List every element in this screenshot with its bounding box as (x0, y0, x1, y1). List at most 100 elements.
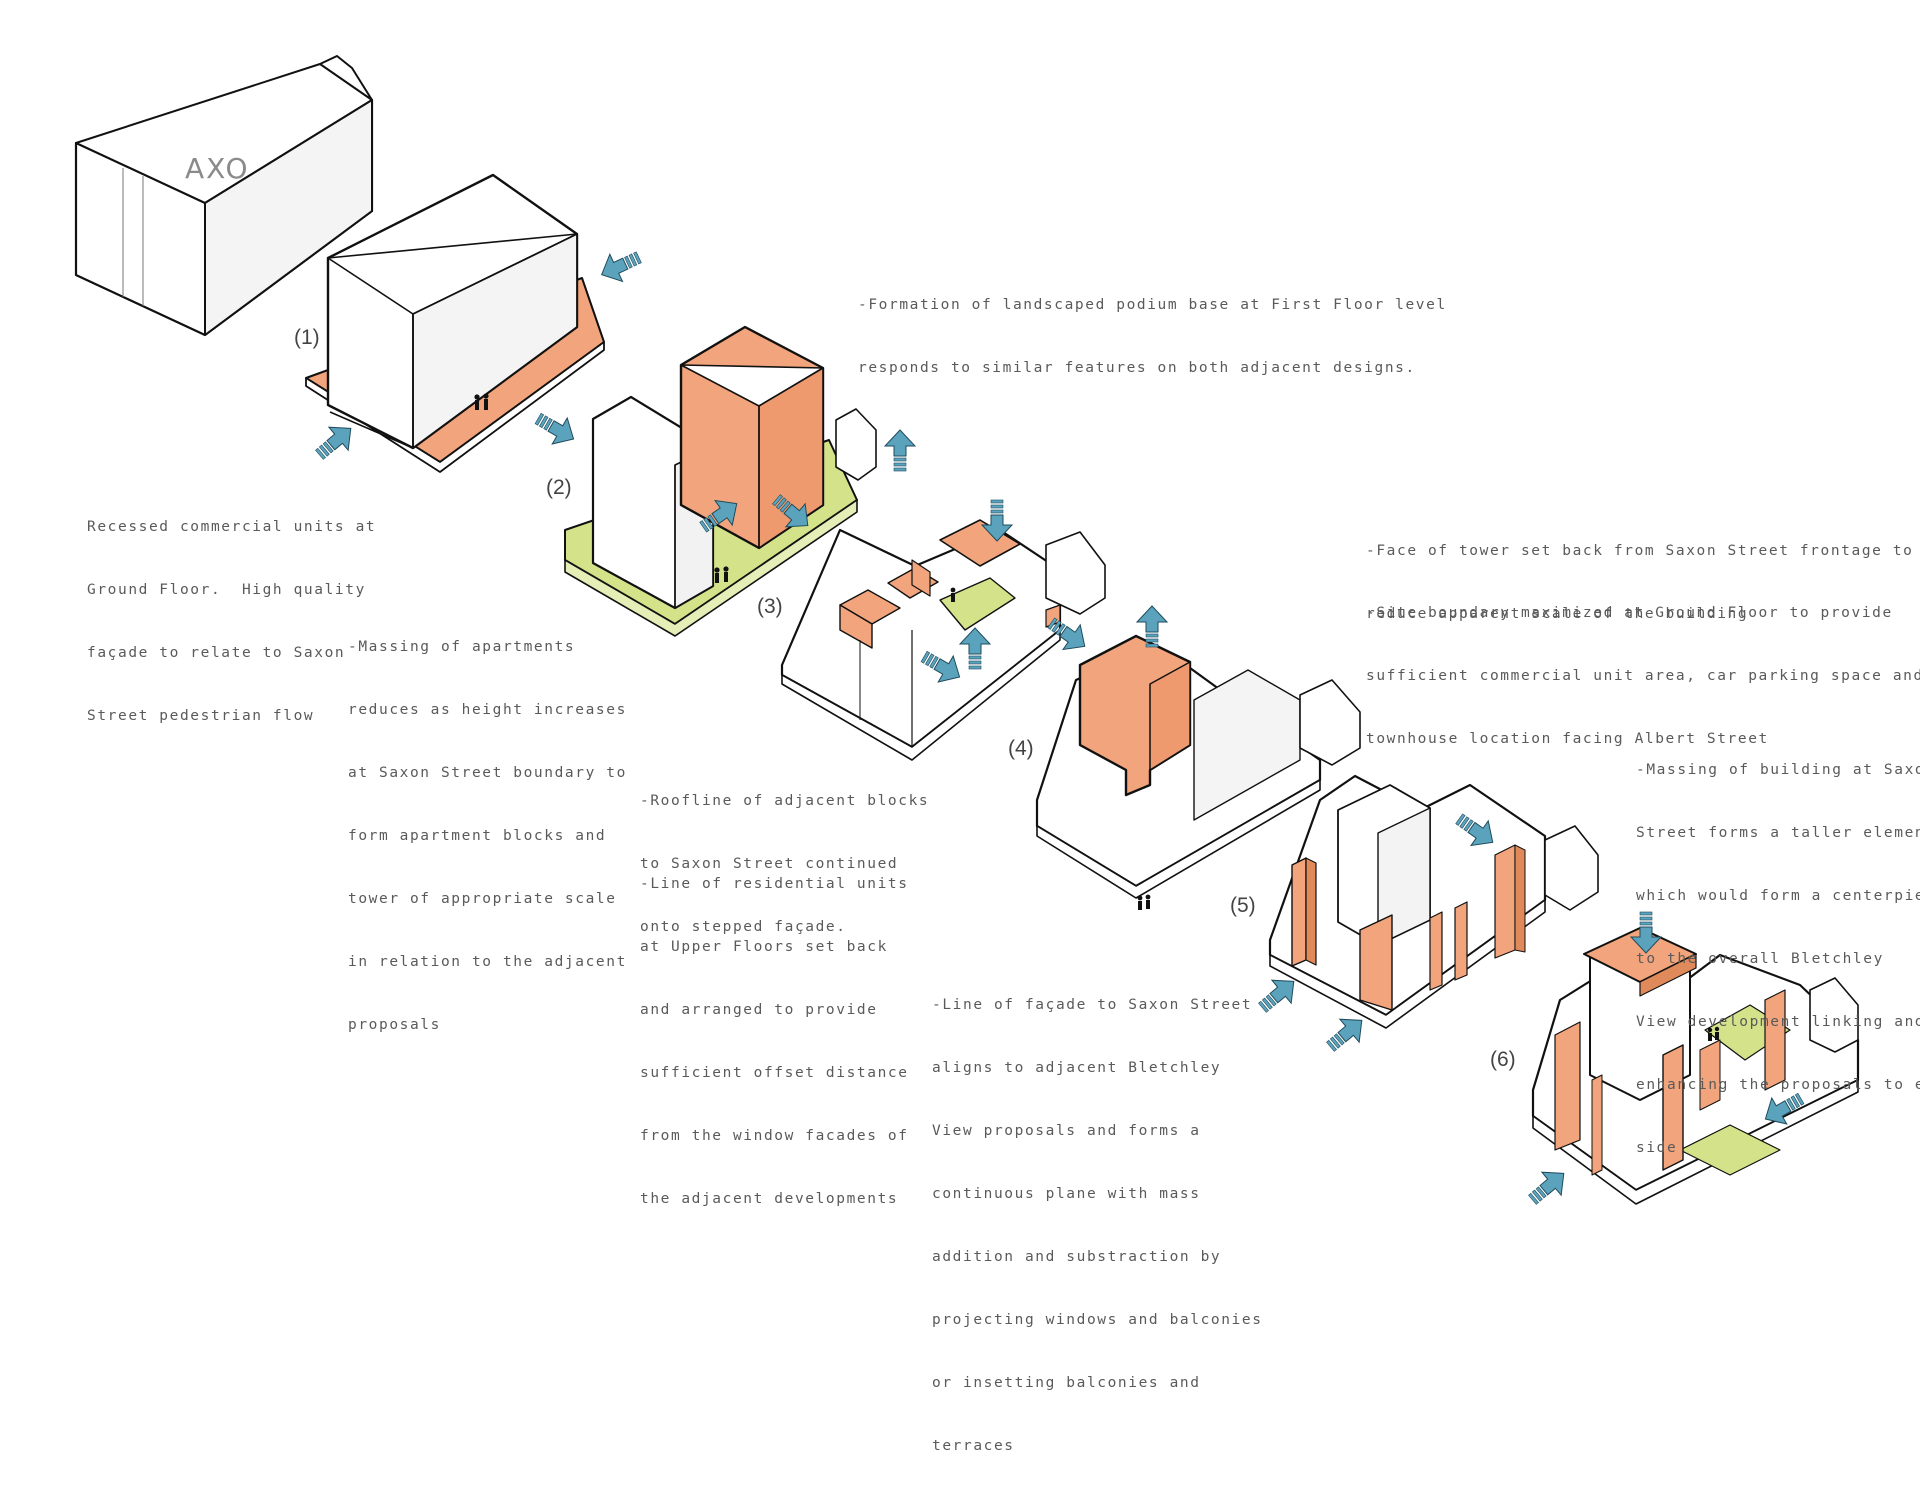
note-line: enhancing the proposals to each (1636, 1077, 1920, 1093)
flow-arrow-icon (1326, 1018, 1363, 1052)
note-line: from the window facades of (640, 1128, 909, 1144)
note-line: -Site boundary maximized at Ground Floor… (1366, 605, 1893, 621)
step-2-people (714, 566, 729, 583)
flow-arrow-icon (1764, 1092, 1805, 1125)
step-4-adjacent-block (1299, 679, 1361, 766)
note-line: aligns to adjacent Bletchley (932, 1060, 1222, 1076)
note-line: Street forms a taller element (1636, 825, 1920, 841)
note-recessed: Recessed commercial units at Ground Floo… (87, 475, 376, 769)
flow-arrow-icon (699, 499, 738, 533)
step-label-4: (4) (1008, 737, 1034, 760)
note-roofline: -Roofline of adjacent blocks to Saxon St… (640, 749, 929, 980)
note-line: View development linking and (1636, 1014, 1920, 1030)
note-line: at Upper Floors set back (640, 939, 888, 955)
note-line: at Saxon Street boundary to (348, 765, 627, 781)
step-3-orange-roof (939, 519, 1021, 567)
note-line: View proposals and forms a (932, 1123, 1201, 1139)
flow-arrow-icon (1258, 979, 1295, 1013)
note-line: -Formation of landscaped podium base at … (858, 297, 1447, 313)
flow-arrow-icon (315, 426, 352, 460)
axo-title: AXO (185, 152, 250, 185)
note-line: onto stepped façade. (640, 919, 847, 935)
flow-arrow-icon (1629, 911, 1663, 954)
step-3-massing (780, 519, 1106, 761)
note-tower-setback: -Face of tower set back from Saxon Stree… (1366, 499, 1913, 667)
note-line: form apartment blocks and (348, 828, 607, 844)
step-5-orange-balconies-mid (1359, 914, 1393, 1011)
step-2-adjacent-block (835, 408, 877, 481)
note-podium: -Formation of landscaped podium base at … (858, 253, 1447, 421)
step-6-massing (1531, 927, 1860, 1205)
step-5-adjacent-block (1544, 825, 1599, 911)
step-label-2: (2) (546, 476, 572, 499)
flow-arrow-icon (601, 251, 642, 283)
flow-arrows (315, 251, 1805, 1205)
note-line: or insetting balconies and (932, 1375, 1201, 1391)
note-line: in relation to the adjacent (348, 954, 627, 970)
note-line: projecting windows and balconies (932, 1312, 1263, 1328)
step-label-3: (3) (757, 595, 783, 618)
step-5-orange-balconies-left (1291, 857, 1307, 967)
axo-context-block (74, 55, 374, 337)
step-6-adjacent-block (1809, 977, 1859, 1053)
note-line: proposals (348, 1017, 441, 1033)
note-line: responds to similar features on both adj… (858, 360, 1416, 376)
note-line: to Saxon Street continued (640, 856, 899, 872)
flow-arrow-icon (1528, 1171, 1565, 1205)
note-line: façade to relate to Saxon (87, 645, 346, 661)
note-line: the adjacent developments (640, 1191, 899, 1207)
step-6-green-ground (1679, 1124, 1781, 1176)
note-line: -Line of façade to Saxon Street (932, 997, 1253, 1013)
note-line: townhouse location facing Albert Street (1366, 731, 1769, 747)
flow-arrow-icon (1455, 813, 1494, 847)
step-3-adjacent-block (1045, 531, 1106, 615)
note-massing: -Massing of apartments reduces as height… (348, 595, 627, 1078)
axonometric-diagram: AXO (1) (2) (3) (4) (5) (6) -Formation o… (74, 55, 1920, 1454)
note-line: Street pedestrian flow (87, 708, 315, 724)
step-5-massing (1268, 774, 1599, 1029)
note-residential: -Line of residential units at Upper Floo… (640, 832, 909, 1252)
note-line: -Line of residential units (640, 876, 909, 892)
flow-arrow-icon (534, 412, 575, 445)
note-line: -Roofline of adjacent blocks (640, 793, 930, 809)
flow-arrow-icon (920, 650, 961, 683)
step-5-orange-columns-right (1429, 911, 1443, 991)
flow-arrow-icon (958, 627, 992, 670)
step-label-1: (1) (294, 326, 320, 349)
note-line: to the overall Bletchley (1636, 951, 1884, 967)
flow-arrow-icon (772, 494, 809, 528)
step-4-people (1137, 894, 1151, 910)
flow-arrow-icon (1135, 605, 1169, 648)
step-2-massing (564, 325, 877, 637)
flow-arrow-icon (980, 499, 1014, 542)
note-line: side (1636, 1140, 1678, 1156)
note-line: addition and substraction by (932, 1249, 1222, 1265)
note-line: reduces as height increases (348, 702, 627, 718)
step-1-massing (305, 173, 605, 473)
flow-arrow-icon (1047, 617, 1086, 651)
step-6-orange-balconies (1554, 1021, 1581, 1151)
note-line: -Massing of building at Saxon (1636, 762, 1920, 778)
note-line: -Massing of apartments (348, 639, 576, 655)
note-centerpiece: -Massing of building at Saxon Street for… (1636, 718, 1920, 1201)
note-line: sufficient commercial unit area, car par… (1366, 668, 1920, 684)
step-3-green-courtyard (939, 577, 1016, 631)
note-line: continuous plane with mass (932, 1186, 1201, 1202)
note-line: terraces (932, 1438, 1015, 1454)
flow-arrow-icon (883, 429, 917, 472)
note-line: tower of appropriate scale (348, 891, 617, 907)
note-site-boundary: -Site boundary maximized at Ground Floor… (1366, 561, 1920, 792)
note-line: sufficient offset distance (640, 1065, 909, 1081)
note-line: -Face of tower set back from Saxon Stree… (1366, 543, 1914, 559)
note-line: and arranged to provide (640, 1002, 878, 1018)
massing-drawings (74, 55, 1860, 1205)
step-1-people (474, 393, 489, 410)
step-4-massing (1035, 634, 1361, 910)
note-line: Recessed commercial units at (87, 519, 377, 535)
note-facade-line: -Line of façade to Saxon Street aligns t… (932, 953, 1263, 1499)
step-label-5: (5) (1230, 894, 1256, 917)
note-line: which would form a centerpiece (1636, 888, 1920, 904)
note-line: reduce apparent scale of the building (1366, 606, 1749, 622)
step-label-6: (6) (1490, 1048, 1516, 1071)
note-line: Ground Floor. High quality (87, 582, 366, 598)
